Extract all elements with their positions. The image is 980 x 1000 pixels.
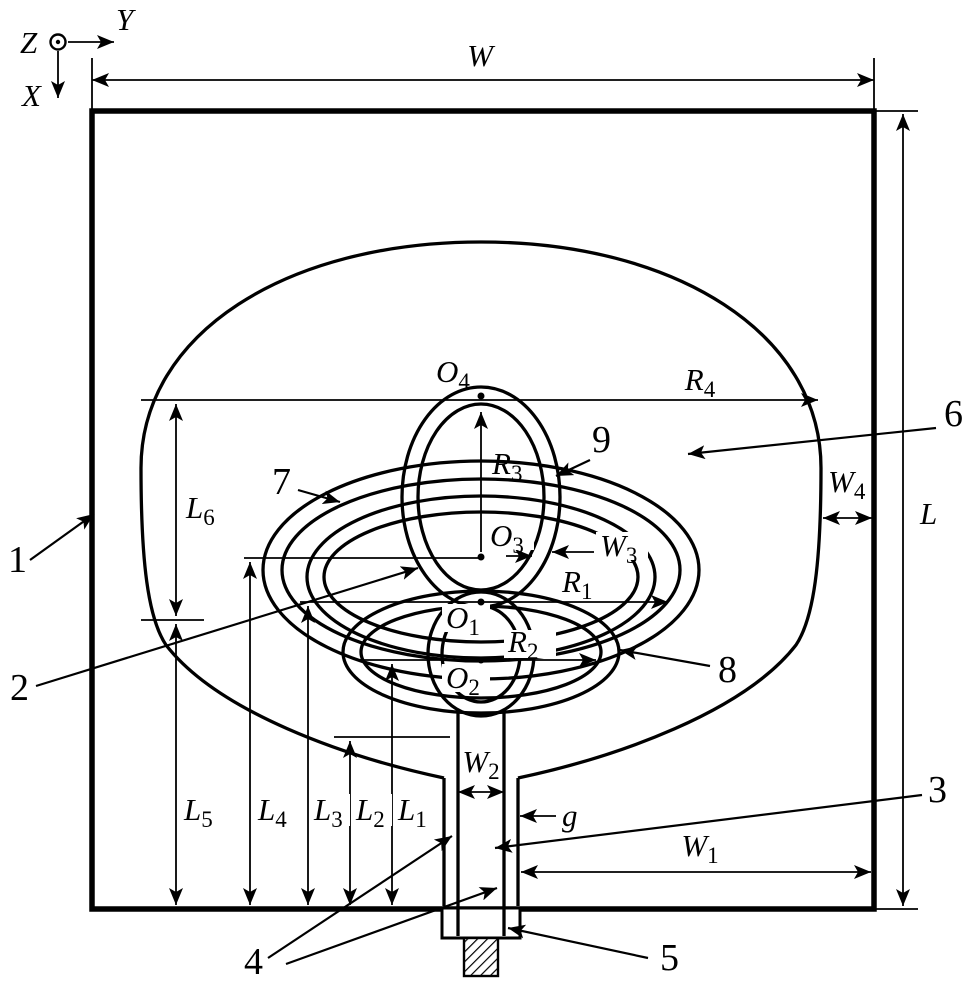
label-mask xyxy=(558,570,616,598)
callout-line-8 xyxy=(619,646,711,668)
dim-label-W1: W1 xyxy=(681,828,718,868)
dim-label-R4: R4 xyxy=(684,362,716,402)
axis-label-x: X xyxy=(20,78,42,113)
dim-label-O1: O1 xyxy=(446,600,480,640)
callout-line-2 xyxy=(35,566,419,688)
dim-label-O4: O4 xyxy=(436,354,470,394)
label-mask xyxy=(486,522,534,550)
callout-7: 7 xyxy=(272,461,291,503)
point-O3 xyxy=(477,553,485,561)
callout-line-9 xyxy=(555,459,591,477)
point-O2 xyxy=(477,656,485,664)
z-axis-out-of-plane-icon xyxy=(49,33,67,51)
callout-1: 1 xyxy=(8,539,27,581)
label-mask xyxy=(254,794,296,826)
dim-label-W: W xyxy=(467,38,496,73)
label-mask xyxy=(504,630,556,658)
dim-label-O3: O3 xyxy=(490,518,524,558)
callout-8: 8 xyxy=(718,649,737,691)
dim-label-L: L xyxy=(919,496,937,531)
dim-label-W4: W4 xyxy=(828,464,866,504)
callout-2: 2 xyxy=(10,667,29,709)
callout-line-3 xyxy=(494,793,923,853)
z-axis-dot xyxy=(55,39,61,45)
dim-label-O2: O2 xyxy=(446,660,480,700)
callout-9: 9 xyxy=(592,419,611,461)
dim-label-W3: W3 xyxy=(600,528,637,568)
callout-3: 3 xyxy=(928,769,947,811)
callout-6: 6 xyxy=(944,393,963,435)
callout-line-7 xyxy=(297,488,341,505)
callout-line-6 xyxy=(687,426,937,460)
axis-label-y: Y xyxy=(116,2,136,37)
dim-label-L6: L6 xyxy=(185,490,215,530)
dim-label-L2: L2 xyxy=(355,792,385,832)
dim-label-L5: L5 xyxy=(183,792,213,832)
dim-label-R3: R3 xyxy=(491,446,522,486)
callout-4: 4 xyxy=(244,941,263,983)
point-O4 xyxy=(477,392,485,400)
dim-label-L3: L3 xyxy=(313,792,343,832)
dim-label-L4: L4 xyxy=(257,792,287,832)
callout-5: 5 xyxy=(660,937,679,979)
dim-label-g: g xyxy=(562,798,578,833)
callout-line-4b xyxy=(285,886,498,966)
label-mask xyxy=(310,794,350,826)
label-mask xyxy=(442,604,490,632)
axis-label-z: Z xyxy=(20,25,38,60)
callout-line-4a xyxy=(267,835,453,959)
connector-pin-hatched xyxy=(462,936,500,978)
dim-label-W2: W2 xyxy=(462,744,499,784)
label-mask xyxy=(596,532,648,560)
label-mask xyxy=(394,794,436,826)
label-mask xyxy=(182,492,224,524)
label-mask xyxy=(352,794,392,826)
ring-9-inner xyxy=(416,402,546,592)
connector-body xyxy=(440,906,522,940)
dim-label-L1: L1 xyxy=(397,792,427,832)
callout-line-1 xyxy=(29,513,95,561)
point-O1 xyxy=(477,598,485,606)
dim-label-R2: R2 xyxy=(507,624,538,664)
label-mask xyxy=(180,794,222,826)
label-mask xyxy=(442,664,490,692)
callout-line-5 xyxy=(507,924,649,960)
dim-label-R1: R1 xyxy=(561,564,592,604)
